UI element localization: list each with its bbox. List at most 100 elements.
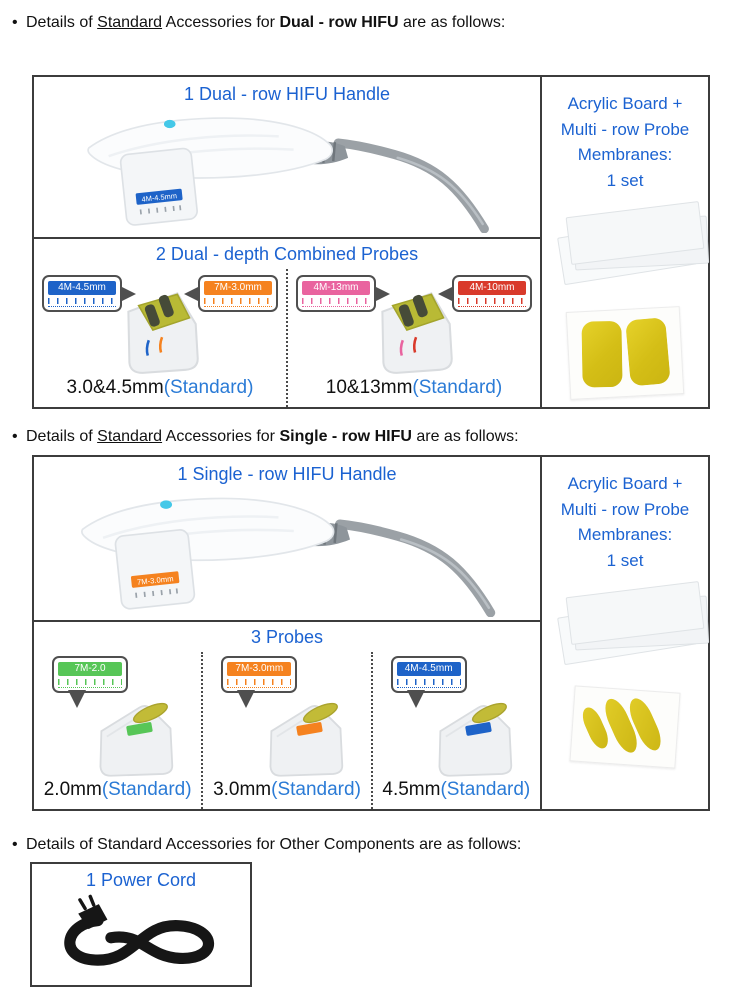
handle-cartridge: 7M-3.0mm bbox=[114, 529, 196, 610]
membrane-backing bbox=[569, 685, 681, 769]
probe-depth-label: 4M-13mm bbox=[302, 281, 370, 295]
probe-size-text: 10&13mm bbox=[325, 377, 413, 398]
bullet-text-underlined: Standard bbox=[97, 14, 163, 31]
dual-probe-group-1: 4M-4.5mm 7M-3.0mm bbox=[34, 269, 286, 407]
ruler-ticks bbox=[458, 298, 526, 307]
probe-figure: 7M-2.0 bbox=[34, 652, 201, 779]
side-text-line: Acrylic Board + bbox=[567, 474, 683, 493]
bullet-marker: • bbox=[12, 14, 18, 31]
probe-depth-label: 4M-4.5mm bbox=[396, 662, 461, 676]
callout-tail-icon bbox=[374, 286, 390, 302]
single-table-side-column: Acrylic Board + Multi - row Probe Membra… bbox=[540, 457, 710, 809]
dual-probes-cell: 2 Dual - depth Combined Probes 4M-4.5mm … bbox=[34, 239, 540, 407]
ruler-ticks bbox=[58, 679, 122, 688]
single-probe-image bbox=[269, 702, 343, 777]
callout-tail-icon bbox=[68, 690, 86, 708]
side-text-line: 1 set bbox=[606, 550, 644, 570]
bullet-text: Details of Standard Accessories for Othe… bbox=[26, 836, 522, 853]
dual-probes-title: 2 Dual - depth Combined Probes bbox=[155, 244, 419, 264]
dual-depth-probe-image bbox=[127, 292, 199, 374]
standard-tag: (Standard) bbox=[163, 377, 254, 398]
bullet-text-bold: Dual - row HIFU bbox=[279, 14, 399, 31]
dual-handle-cell: 1 Dual - row HIFU Handle 4M-4.5mm bbox=[34, 77, 540, 239]
power-cord-table: 1 Power Cord bbox=[30, 862, 252, 987]
bullet-single-row-hifu: •Details of Standard Accessories for Sin… bbox=[12, 428, 519, 446]
probe-callout: 4M-4.5mm bbox=[390, 656, 467, 708]
side-text-line: Membranes: bbox=[577, 525, 673, 544]
ruler-ticks bbox=[302, 298, 370, 307]
probe-callout-right: 4M-10mm bbox=[438, 275, 532, 312]
probe-depth-label: 7M-3.0mm bbox=[227, 662, 292, 676]
single-probe-groups: 7M-2.0 2.0mm(Standard) bbox=[34, 652, 540, 809]
probe-callout-left: 4M-4.5mm bbox=[42, 275, 136, 312]
callout-tail-icon bbox=[438, 286, 454, 302]
membrane-pad bbox=[581, 320, 623, 388]
bullet-text-mid: Accessories for bbox=[162, 14, 280, 31]
bullet-text-pre: Details of bbox=[26, 428, 98, 445]
bullet-other-components: •Details of Standard Accessories for Oth… bbox=[12, 836, 521, 854]
probe-size-text: 3.0mm bbox=[213, 779, 272, 800]
standard-tag: (Standard) bbox=[271, 779, 361, 800]
bullet-text-bold: Single - row HIFU bbox=[279, 428, 412, 445]
ruler-ticks bbox=[204, 298, 272, 307]
single-probes-title: 3 Probes bbox=[250, 627, 324, 647]
callout-tail-icon bbox=[184, 286, 200, 302]
cartridge-label-box bbox=[135, 188, 183, 205]
dual-row-hifu-handle-image: 4M-4.5mm bbox=[87, 117, 489, 233]
membrane-backing bbox=[565, 306, 685, 400]
power-cord-title: 1 Power Cord bbox=[85, 870, 197, 890]
probe-figure: 4M-4.5mm 7M-3.0mm bbox=[34, 269, 286, 377]
cartridge-label: 7M-3.0mm bbox=[137, 574, 174, 587]
ruler-ticks bbox=[396, 679, 461, 688]
probe-size-text: 4.5mm bbox=[382, 779, 441, 800]
ruler-ticks bbox=[48, 298, 116, 307]
probe-caption: 3.0&4.5mm(Standard) bbox=[34, 377, 286, 407]
single-probe-group-3: 4M-4.5mm 4.5mm(Standard) bbox=[370, 652, 540, 809]
callout-tail-icon bbox=[237, 690, 256, 708]
handle-button bbox=[160, 500, 173, 509]
dual-probe-groups: 4M-4.5mm 7M-3.0mm bbox=[34, 269, 540, 407]
handle-cartridge: 4M-4.5mm bbox=[119, 147, 198, 226]
probe-figure: 7M-3.0mm bbox=[203, 652, 370, 779]
bullet-text-post: are as follows: bbox=[398, 14, 506, 31]
probe-membranes-image bbox=[542, 685, 708, 769]
probe-caption: 2.0mm(Standard) bbox=[34, 779, 201, 809]
dual-depth-probe-image bbox=[381, 292, 453, 374]
bullet-text-pre: Details of bbox=[26, 14, 98, 31]
probe-depth-label: 4M-10mm bbox=[458, 281, 526, 295]
single-probe-image bbox=[99, 702, 174, 777]
cartridge-label: 4M-4.5mm bbox=[141, 191, 177, 204]
single-probes-cell: 3 Probes 7M-2.0 bbox=[34, 622, 540, 809]
callout-tail-icon bbox=[120, 286, 136, 302]
bullet-dual-row-hifu: • Details of Standard Accessories for Dua… bbox=[12, 14, 505, 32]
single-table-left-column: 1 Single - row HIFU Handle 7M-3.0mm 3 bbox=[34, 457, 540, 809]
power-cord-image bbox=[64, 894, 214, 966]
probe-figure: 4M-4.5mm bbox=[373, 652, 540, 779]
probe-membranes-image bbox=[542, 306, 708, 400]
single-handle-cell: 1 Single - row HIFU Handle 7M-3.0mm bbox=[34, 457, 540, 622]
single-row-hifu-handle-image: 7M-3.0mm bbox=[80, 497, 496, 617]
probe-caption: 4.5mm(Standard) bbox=[373, 779, 540, 809]
handle-button bbox=[163, 119, 176, 129]
ruler-ticks bbox=[227, 679, 292, 688]
bullet-text-post: are as follows: bbox=[411, 428, 519, 445]
acrylic-boards-image bbox=[552, 581, 710, 671]
probe-size-text: 2.0mm bbox=[43, 779, 102, 800]
side-text-line: Multi - row Probe bbox=[560, 499, 690, 519]
probe-callout-left: 4M-13mm bbox=[296, 275, 390, 312]
single-probe-group-1: 7M-2.0 2.0mm(Standard) bbox=[34, 652, 201, 809]
dual-handle-title: 1 Dual - row HIFU Handle bbox=[183, 84, 391, 104]
probe-caption: 3.0mm(Standard) bbox=[203, 779, 370, 809]
probe-figure: 4M-13mm 4M-10mm bbox=[288, 269, 540, 377]
single-probe-group-2: 7M-3.0mm 3.0mm(Standard) bbox=[201, 652, 370, 809]
single-handle-title: 1 Single - row HIFU Handle bbox=[177, 464, 397, 484]
standard-tag: (Standard) bbox=[440, 779, 531, 800]
probe-depth-label: 7M-3.0mm bbox=[204, 281, 272, 295]
side-text-line: Multi - row Probe bbox=[560, 119, 690, 139]
single-probe-image bbox=[438, 702, 513, 777]
standard-tag: (Standard) bbox=[101, 779, 192, 800]
bullet-text-underlined: Standard bbox=[97, 428, 163, 445]
probe-callout: 7M-3.0mm bbox=[221, 656, 298, 708]
side-text-line: Membranes: bbox=[577, 145, 673, 164]
bullet-marker: • bbox=[12, 428, 18, 445]
